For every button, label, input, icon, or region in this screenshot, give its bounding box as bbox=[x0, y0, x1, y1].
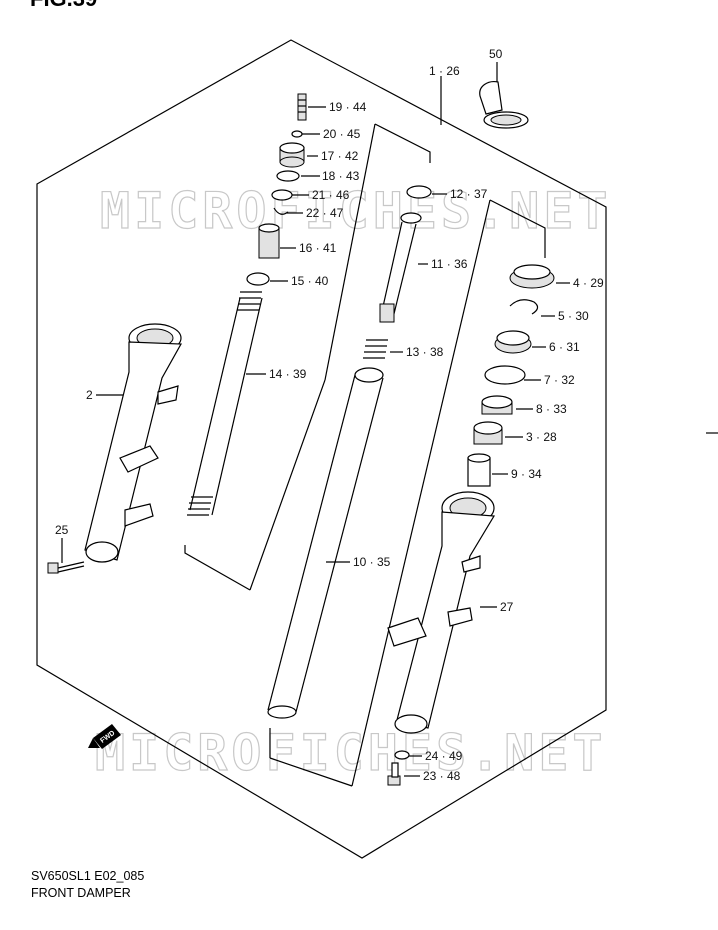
callout-3-28: 3 · 28 bbox=[526, 430, 557, 444]
figure-title: FIG.39 bbox=[30, 0, 97, 11]
callout-2: 2 bbox=[86, 388, 93, 402]
callout-21-46: 21 · 46 bbox=[312, 188, 350, 202]
outer-tube-right-part bbox=[387, 491, 496, 734]
watermark-bottom: MICROFICHES.NET bbox=[95, 724, 607, 782]
group-bracket-spring bbox=[184, 545, 251, 591]
piston-ring-part bbox=[406, 185, 432, 199]
callout-15-40: 15 · 40 bbox=[291, 274, 329, 288]
callout-17-42: 17 · 42 bbox=[321, 149, 359, 163]
callout-8-33: 8 · 33 bbox=[536, 402, 567, 416]
callout-18-43: 18 · 43 bbox=[322, 169, 360, 183]
callout-13-38: 13 · 38 bbox=[406, 345, 444, 359]
washer-part bbox=[271, 189, 293, 201]
cap-o-ring-part bbox=[276, 170, 300, 182]
fork-spring-part bbox=[187, 291, 263, 516]
callout-22-47: 22 · 47 bbox=[306, 206, 344, 220]
callout-27: 27 bbox=[500, 600, 514, 614]
drain-washer-part bbox=[394, 750, 410, 760]
callout-12-37: 12 · 37 bbox=[450, 187, 488, 201]
callout-16-41: 16 · 41 bbox=[299, 241, 337, 255]
callout-24-49: 24 · 49 bbox=[425, 749, 463, 763]
model-code: SV650SL1 E02_085 bbox=[31, 869, 145, 883]
group-bracket-left bbox=[374, 123, 431, 163]
adjuster-bolt-part bbox=[297, 93, 307, 121]
circlip-part bbox=[273, 207, 289, 215]
slide-metal-part bbox=[473, 421, 503, 445]
dust-seal-part bbox=[509, 264, 555, 289]
guide-metal-part bbox=[481, 395, 513, 415]
axle-bolt-part bbox=[47, 561, 85, 574]
leader-lines bbox=[61, 62, 570, 777]
callout-50: 50 bbox=[489, 47, 503, 61]
oil-seal-part bbox=[494, 330, 532, 354]
callout-23-48: 23 · 48 bbox=[423, 769, 461, 783]
callout-7-32: 7 · 32 bbox=[544, 373, 575, 387]
seal-spacer-part bbox=[484, 365, 526, 385]
watermark-top: MICROFICHES.NET bbox=[100, 182, 612, 240]
oil-lock-piece-part bbox=[467, 453, 491, 487]
outer-tube-left-part bbox=[84, 323, 183, 563]
spring-seat-part bbox=[246, 272, 270, 286]
cap-bolt-part bbox=[279, 142, 305, 168]
callout-5-30: 5 · 30 bbox=[558, 309, 589, 323]
callout-6-31: 6 · 31 bbox=[549, 340, 580, 354]
callout-19-44: 19 · 44 bbox=[329, 100, 367, 114]
callout-1-26: 1 · 26 bbox=[429, 64, 460, 78]
damper-cylinder-part bbox=[267, 367, 384, 719]
callout-4-29: 4 · 29 bbox=[573, 276, 604, 290]
damper-rod-part bbox=[379, 212, 422, 323]
stopper-ring-part bbox=[509, 299, 539, 315]
rebound-spring-part bbox=[363, 339, 388, 359]
fwd-arrow-icon: FWD bbox=[88, 724, 121, 749]
cover-part bbox=[479, 81, 529, 129]
callout-20-45: 20 · 45 bbox=[323, 127, 361, 141]
cylinder-bolt-part bbox=[387, 762, 401, 786]
callout-14-39: 14 · 39 bbox=[269, 367, 307, 381]
o-ring-part bbox=[291, 130, 303, 138]
callout-9-34: 9 · 34 bbox=[511, 467, 542, 481]
callout-10-35: 10 · 35 bbox=[353, 555, 391, 569]
spacer-part bbox=[258, 223, 280, 259]
callout-11-36: 11 · 36 bbox=[431, 257, 468, 271]
group-bracket-right bbox=[489, 199, 546, 258]
callout-labels: 1 · 26 50 19 · 44 20 · 45 17 · 42 18 · 4… bbox=[55, 47, 604, 783]
assembly-frame bbox=[36, 39, 607, 859]
callout-25: 25 bbox=[55, 523, 69, 537]
diagram-caption: FRONT DAMPER bbox=[31, 886, 131, 900]
